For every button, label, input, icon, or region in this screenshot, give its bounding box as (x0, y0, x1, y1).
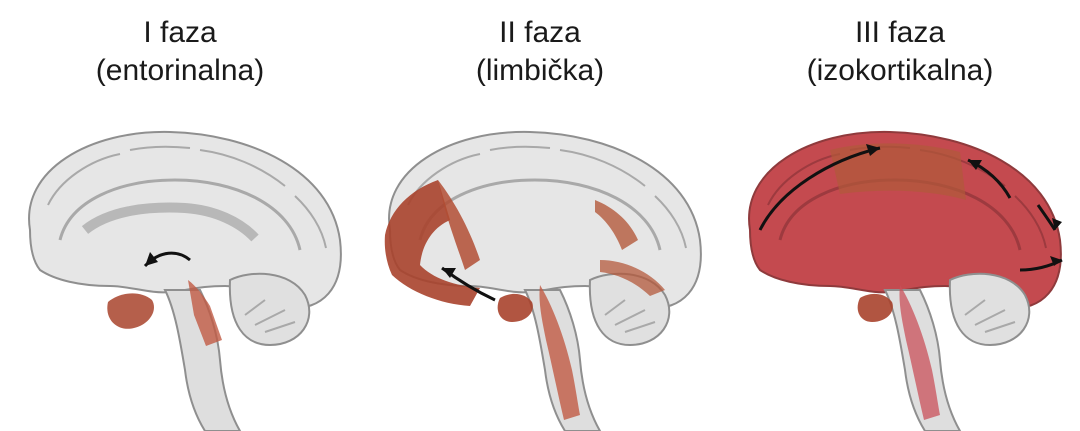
stage-subtitle-2: (limbička) (360, 52, 720, 90)
stage-title-2: II faza (360, 14, 720, 52)
brain-diagram-1 (0, 110, 360, 431)
stage-subtitle-3: (izokortikalna) (720, 52, 1080, 90)
brain-outline (29, 132, 341, 431)
stage-title-1: I faza (0, 14, 360, 52)
brain-diagram-3 (720, 110, 1080, 431)
brain-diagram-2 (360, 110, 720, 431)
stage-heading-3: III faza (izokortikalna) (720, 14, 1080, 90)
stage-panel-3: III faza (izokortikalna) (720, 0, 1080, 431)
stage-panel-1: I faza (entorinalna) (0, 0, 360, 431)
stage-heading-2: II faza (limbička) (360, 14, 720, 90)
stage-subtitle-1: (entorinalna) (0, 52, 360, 90)
stage-heading-1: I faza (entorinalna) (0, 14, 360, 90)
stage-title-3: III faza (720, 14, 1080, 52)
stage-panel-2: II faza (limbička) (360, 0, 720, 431)
